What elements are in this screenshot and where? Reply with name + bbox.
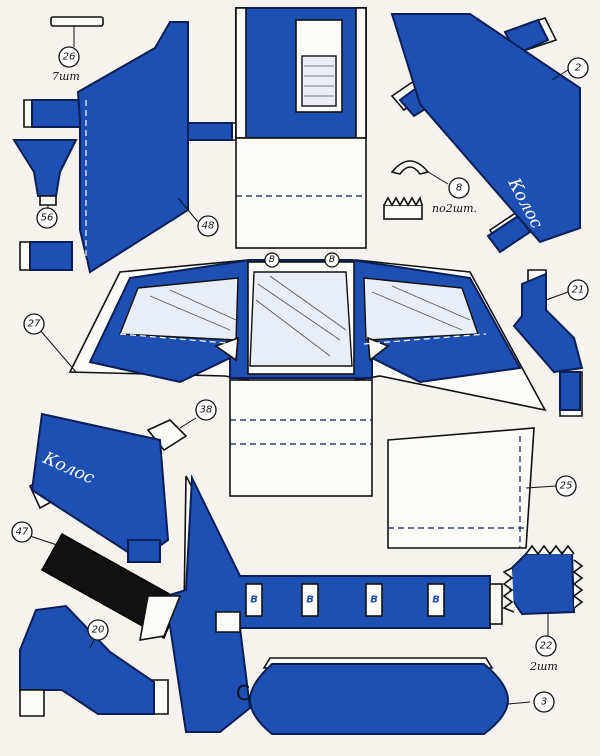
label-25: 25 (560, 481, 573, 492)
mark-b-1: В (269, 255, 275, 265)
label-38: 38 (200, 405, 213, 416)
part-48: 48 (19, 21, 241, 274)
label-3: 3 (541, 697, 547, 708)
part-25: 25 (387, 427, 577, 549)
label-56: 56 (41, 213, 54, 224)
part-20: 20 (19, 604, 169, 717)
mark-c: С (236, 681, 250, 705)
mark-b-5: В (370, 595, 378, 606)
part-56: 56 (12, 139, 78, 229)
label-48: 48 (202, 221, 215, 232)
part-21: 21 (512, 269, 589, 417)
mark-b-4: В (306, 595, 314, 606)
fuselage-net (229, 7, 373, 497)
part-26: 26 7шт (50, 16, 104, 83)
part-27: В В 27 (23, 252, 547, 412)
part-3: 3 (248, 657, 555, 735)
label-8: 8 (456, 183, 462, 194)
label-22: 22 (540, 641, 553, 652)
mark-b-6: В (432, 595, 440, 606)
note-8: по2шт. (432, 202, 477, 215)
label-2: 2 (575, 63, 581, 74)
mark-b-2: В (329, 255, 335, 265)
mark-b-3: В (250, 595, 258, 606)
label-26: 26 (63, 52, 76, 63)
lower-fuselage-strip: В В В В С (139, 474, 503, 733)
note-26: 7шт (52, 70, 80, 83)
part-2: Колос 2 (390, 13, 589, 254)
note-22: 2шт (529, 660, 558, 673)
label-21: 21 (572, 285, 585, 296)
part-38: Колос 38 (28, 399, 217, 563)
label-47: 47 (16, 527, 29, 538)
part-22: 22 2шт (502, 544, 584, 673)
label-27: 27 (28, 319, 41, 330)
label-20: 20 (92, 625, 105, 636)
part-8: 8 по2шт. (383, 160, 477, 220)
